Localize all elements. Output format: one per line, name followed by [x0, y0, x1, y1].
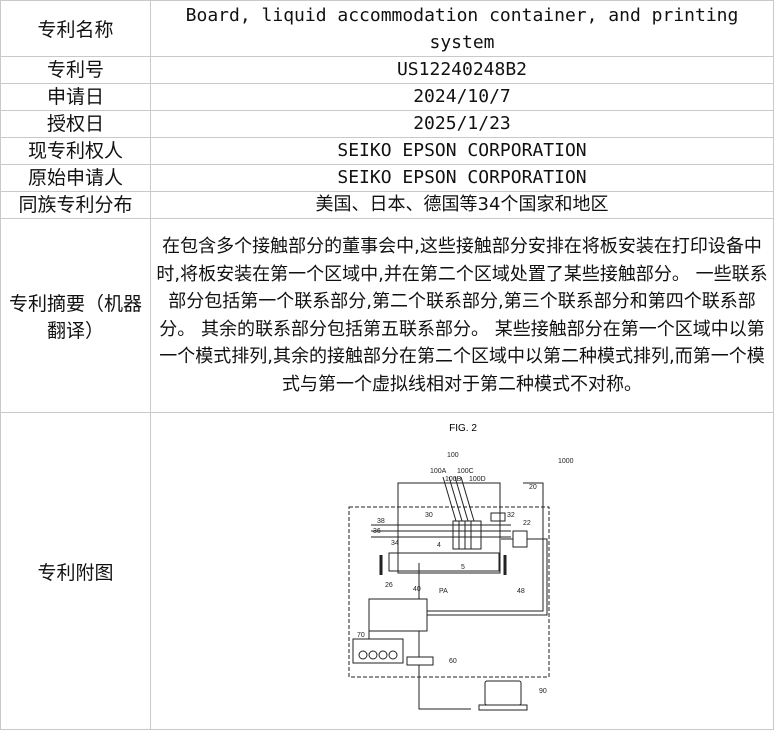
row-number: 专利号 US12240248B2: [0, 56, 774, 84]
figure-caption: FIG. 2: [449, 423, 477, 434]
label-32: 32: [507, 512, 515, 519]
row-abstract: 专利摘要（机器翻译） 在包含多个接触部分的董事会中,这些接触部分安排在将板安装在…: [0, 218, 774, 413]
label-abstract: 专利摘要（机器翻译）: [0, 218, 151, 413]
label-5: 5: [461, 564, 465, 571]
label-22: 22: [523, 520, 531, 527]
row-filing-date: 申请日 2024/10/7: [0, 83, 774, 111]
label-40: 40: [413, 586, 421, 593]
label-30: 30: [425, 512, 433, 519]
patent-figure: FIG. 2 1000 100 100A 100C 100B 100D 20 3…: [151, 413, 775, 729]
computer-icon: [484, 680, 522, 706]
label-38: 38: [377, 518, 385, 525]
value-grant-date: 2025/1/23: [150, 110, 774, 138]
carriage-box: [397, 482, 501, 574]
label-60: 60: [449, 658, 457, 665]
label-34: 34: [391, 540, 399, 547]
label-title: 专利名称: [0, 0, 151, 57]
row-current-owner: 现专利权人 SEIKO EPSON CORPORATION: [0, 137, 774, 165]
label-grant-date: 授权日: [0, 110, 151, 138]
value-number: US12240248B2: [150, 56, 774, 84]
label-36: 36: [373, 528, 381, 535]
cartridge: [452, 520, 482, 550]
label-20: 20: [529, 484, 537, 491]
label-100C: 100C: [457, 468, 474, 475]
value-current-owner: SEIKO EPSON CORPORATION: [150, 137, 774, 165]
operation-panel: [352, 638, 404, 664]
label-4: 4: [437, 542, 441, 549]
patent-drawing: FIG. 2 1000 100 100A 100C 100B 100D 20 3…: [348, 423, 574, 711]
label-100: 100: [447, 452, 459, 459]
row-figure: 专利附图: [0, 412, 775, 730]
row-grant-date: 授权日 2025/1/23: [0, 110, 774, 138]
label-70: 70: [357, 632, 365, 639]
label-family: 同族专利分布: [0, 191, 151, 219]
figure-cell: FIG. 2 1000 100 100A 100C 100B 100D 20 3…: [150, 412, 775, 730]
value-title: Board, liquid accommodation container, a…: [150, 0, 774, 57]
value-abstract: 在包含多个接触部分的董事会中,这些接触部分安排在将板安装在打印设备中时,将板安装…: [150, 218, 774, 413]
housing-outline: [348, 506, 550, 678]
label-48: 48: [517, 588, 525, 595]
row-original-applicant: 原始申请人 SEIKO EPSON CORPORATION: [0, 164, 774, 192]
label-26: 26: [385, 582, 393, 589]
label-100D: 100D: [469, 476, 486, 483]
label-filing-date: 申请日: [0, 83, 151, 111]
controller-box: [368, 598, 428, 632]
label-original-applicant: 原始申请人: [0, 164, 151, 192]
value-family: 美国、日本、德国等34个国家和地区: [150, 191, 774, 219]
platen: [388, 552, 500, 572]
label-current-owner: 现专利权人: [0, 137, 151, 165]
value-original-applicant: SEIKO EPSON CORPORATION: [150, 164, 774, 192]
row-family: 同族专利分布 美国、日本、德国等34个国家和地区: [0, 191, 774, 219]
label-100B: 100B: [445, 476, 462, 483]
label-PA: PA: [439, 588, 448, 595]
row-title: 专利名称 Board, liquid accommodation contain…: [0, 0, 774, 57]
label-90: 90: [539, 688, 547, 695]
label-number: 专利号: [0, 56, 151, 84]
label-1000: 1000: [558, 458, 574, 465]
label-100A: 100A: [430, 468, 447, 475]
label-figure: 专利附图: [0, 412, 151, 730]
value-filing-date: 2024/10/7: [150, 83, 774, 111]
